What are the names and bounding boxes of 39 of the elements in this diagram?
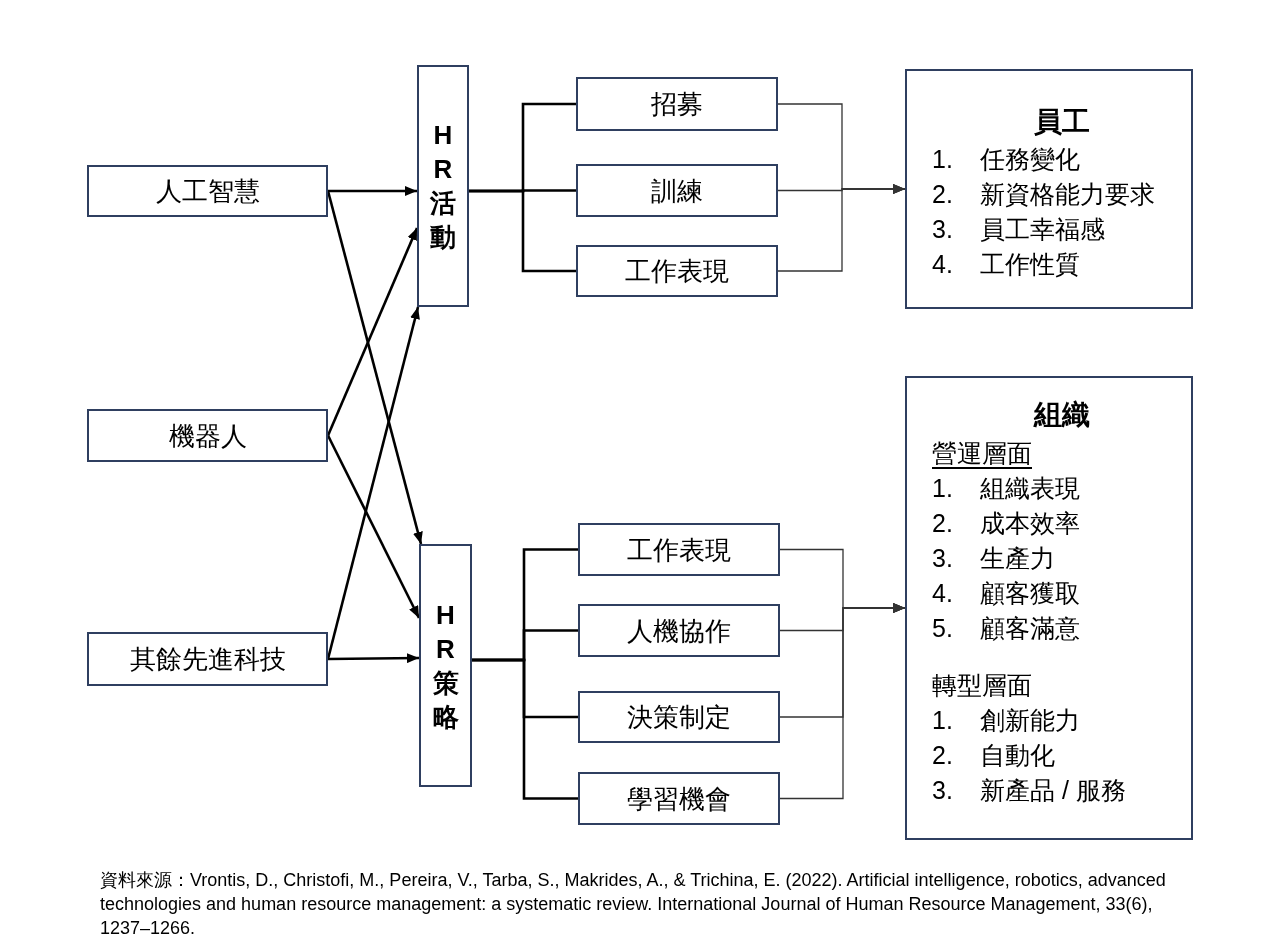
list-item: 1. 組織表現 — [932, 473, 1080, 504]
list-item: 4. 顧客獲取 — [932, 578, 1080, 609]
list-item: 2. 新資格能力要求 — [932, 179, 1155, 210]
box-heading: 組織 — [1033, 398, 1090, 432]
section-heading: 營運層面 — [932, 438, 1032, 469]
process-box: 訓練 — [576, 164, 778, 217]
process-box: 工作表現 — [578, 523, 780, 576]
section-heading: 轉型層面 — [932, 670, 1032, 701]
vertical-box — [417, 65, 469, 307]
list-item: 1. 創新能力 — [932, 705, 1080, 736]
process-box: 招募 — [576, 77, 778, 131]
list-item: 2. 成本效率 — [932, 508, 1080, 539]
arrow — [328, 653, 419, 664]
connector-line — [472, 658, 578, 800]
process-box: 學習機會 — [578, 772, 780, 825]
vertical-box — [419, 544, 472, 787]
list-item: 2. 自動化 — [932, 740, 1055, 771]
list-item: 3. 新產品 / 服務 — [932, 775, 1126, 806]
process-box: 人工智慧 — [87, 165, 328, 217]
arrow — [328, 186, 417, 196]
list-item: 3. 員工幸福感 — [932, 214, 1105, 245]
box-heading: 員工 — [1033, 105, 1090, 139]
process-box: 其餘先進科技 — [87, 632, 328, 686]
outcome-box — [905, 69, 1193, 309]
connector-line — [469, 189, 576, 273]
list-item: 5. 顧客滿意 — [932, 613, 1080, 644]
arrow — [777, 184, 906, 272]
list-item: 4. 工作性質 — [932, 249, 1080, 280]
process-box: 工作表現 — [576, 245, 778, 297]
caption: 資料來源：Vrontis, D., Christofi, M., Pereira, V., Tarba, S., Makrides, A., & Trichina, E. (2022). Artificial intelligence, robotics, advanced technologies and human resource management: a systematic review. International Journal of Human Resource Management, 33(6), 1237–1266. — [100, 869, 1167, 940]
process-box: 決策制定 — [578, 691, 780, 743]
list-item: 1. 任務變化 — [932, 144, 1080, 175]
vertical-label: HR活動 — [429, 119, 457, 254]
process-box: 人機協作 — [578, 604, 780, 657]
list-item: 3. 生產力 — [932, 543, 1055, 574]
outcome-box — [905, 376, 1193, 840]
arrow — [779, 603, 906, 800]
process-box: 機器人 — [87, 409, 328, 462]
vertical-label: HR策略 — [431, 598, 460, 734]
